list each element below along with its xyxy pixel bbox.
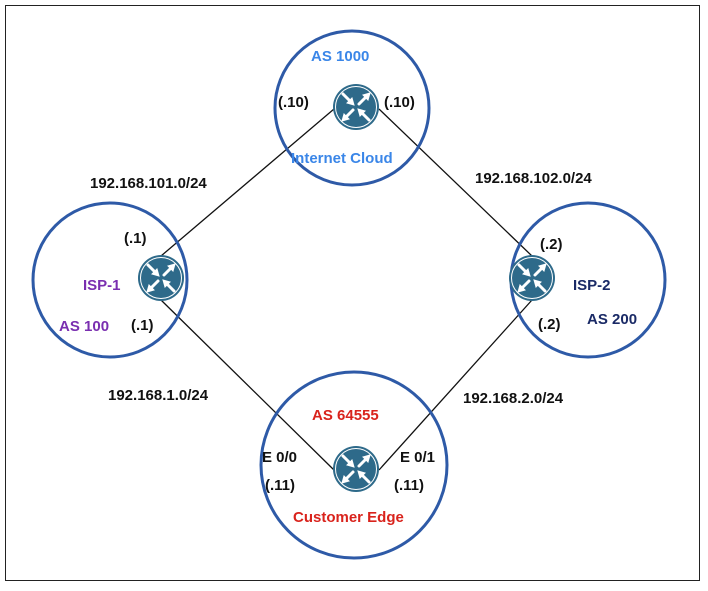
link-isp1-internet (160, 108, 335, 257)
customer-as-label: AS 64555 (312, 407, 379, 424)
subnet-isp2-internet: 192.168.102.0/24 (475, 170, 592, 187)
router-icon (507, 253, 557, 303)
links (160, 108, 533, 471)
link-isp1-customer (160, 299, 335, 471)
internet-cloud-name: Internet Cloud (291, 150, 393, 167)
subnet-isp1-internet: 192.168.101.0/24 (90, 175, 207, 192)
customer-right-ip: (.11) (394, 477, 424, 494)
isp2-name: ISP-2 (573, 277, 611, 294)
router-icon (136, 253, 186, 303)
customer-right-interface: E 0/1 (400, 449, 435, 466)
subnet-isp1-customer: 192.168.1.0/24 (108, 387, 209, 404)
customer-edge-name: Customer Edge (293, 509, 404, 526)
isp2-top-ip: (.2) (540, 236, 563, 253)
as-circle-customer-edge (259, 370, 449, 560)
isp1-bottom-ip: (.1) (131, 317, 154, 334)
subnet-isp2-customer: 192.168.2.0/24 (463, 390, 564, 407)
as-circle-isp1 (31, 201, 189, 359)
customer-left-interface: E 0/0 (262, 449, 297, 466)
router-icon (331, 444, 381, 494)
as-circle-internet-cloud (273, 29, 431, 187)
diagram-frame (5, 5, 700, 581)
link-isp2-customer (378, 299, 533, 471)
isp2-as-label: AS 200 (587, 311, 637, 328)
isp2-bottom-ip: (.2) (538, 316, 561, 333)
internet-right-ip: (.10) (384, 94, 415, 111)
internet-left-ip: (.10) (278, 94, 309, 111)
isp1-name: ISP-1 (83, 277, 121, 294)
isp1-top-ip: (.1) (124, 230, 147, 247)
internet-as-label: AS 1000 (311, 48, 369, 65)
isp1-as-label: AS 100 (59, 318, 109, 335)
router-icon (331, 82, 381, 132)
link-internet-isp2 (378, 108, 533, 257)
customer-left-ip: (.11) (265, 477, 295, 494)
